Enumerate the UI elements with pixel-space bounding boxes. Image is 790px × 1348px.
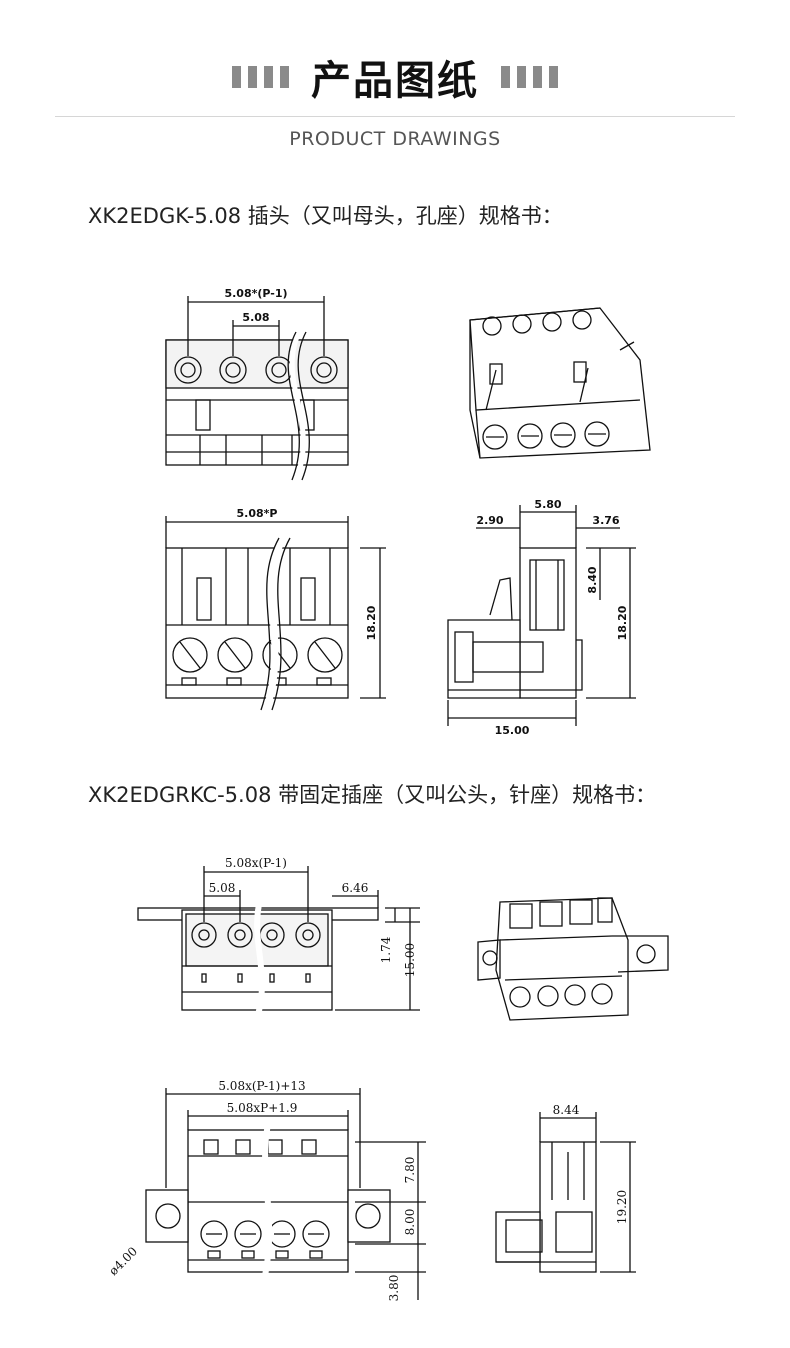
- dim-c: 3.76: [592, 514, 619, 527]
- dim2-pitch: 5.08: [209, 881, 236, 895]
- dim-pitch: 5.08: [242, 311, 269, 324]
- left-decor-bars: [232, 66, 289, 88]
- right-decor-bars: [501, 66, 558, 88]
- dim-pitch-total: 5.08*(P-1): [224, 287, 287, 300]
- socket-side-view: [495, 1141, 597, 1273]
- plug-side-view: [447, 547, 583, 699]
- dim-height: 18.20: [365, 605, 378, 640]
- dim2-side-height: 19.20: [615, 1190, 629, 1224]
- socket-front-view: [137, 899, 379, 1016]
- page-title: 产品图纸: [311, 58, 479, 104]
- dim2-h2: 15.00: [403, 943, 417, 977]
- dim-pitch-p: 5.08*P: [237, 507, 278, 520]
- title-row: 产品图纸: [0, 52, 790, 104]
- dim-b: 5.80: [534, 498, 561, 511]
- dim2-total-width: 5.08x(P-1)+13: [218, 1079, 305, 1093]
- dim2-hole: ø4.00: [106, 1244, 140, 1278]
- section2-title: XK2EDGRKC-5.08 带固定插座（又叫公头，针座）规格书：: [88, 783, 657, 807]
- dim2-v1: 7.80: [403, 1157, 417, 1184]
- page-header: 产品图纸: [0, 40, 790, 120]
- dim2-v3: 3.80: [387, 1275, 401, 1302]
- header-divider: [55, 116, 735, 117]
- dim2-body-width: 5.08xP+1.9: [227, 1101, 298, 1115]
- dim2-h1: 1.74: [379, 936, 393, 963]
- socket-iso-view: [477, 897, 669, 1021]
- dim2-flange: 6.46: [342, 881, 369, 895]
- dim2-side-width: 8.44: [553, 1103, 580, 1117]
- page-subtitle: PRODUCT DRAWINGS: [289, 128, 501, 150]
- section1-drawings: 5.08*(P-1) 5.08 5.08*P 18.20 2.90 5.80 3…: [165, 287, 651, 737]
- dim-side-height: 18.20: [616, 605, 629, 640]
- dim-depth: 15.00: [495, 724, 530, 737]
- section2-drawings: 5.08x(P-1) 5.08 6.46 1.74 15.00 5.08x(P-…: [106, 856, 669, 1302]
- plug-front-view: [165, 328, 349, 481]
- section1-title: XK2EDGK-5.08 插头（又叫母头，孔座）规格书：: [88, 204, 563, 228]
- dim2-pitch-total: 5.08x(P-1): [225, 856, 287, 870]
- plug-iso-view: [469, 307, 651, 459]
- dim2-v2: 8.00: [403, 1209, 417, 1236]
- dim-a: 2.90: [476, 514, 503, 527]
- socket-bottom-view: [145, 1124, 391, 1281]
- dim-d: 8.40: [586, 566, 599, 593]
- plug-back-view: [165, 534, 349, 712]
